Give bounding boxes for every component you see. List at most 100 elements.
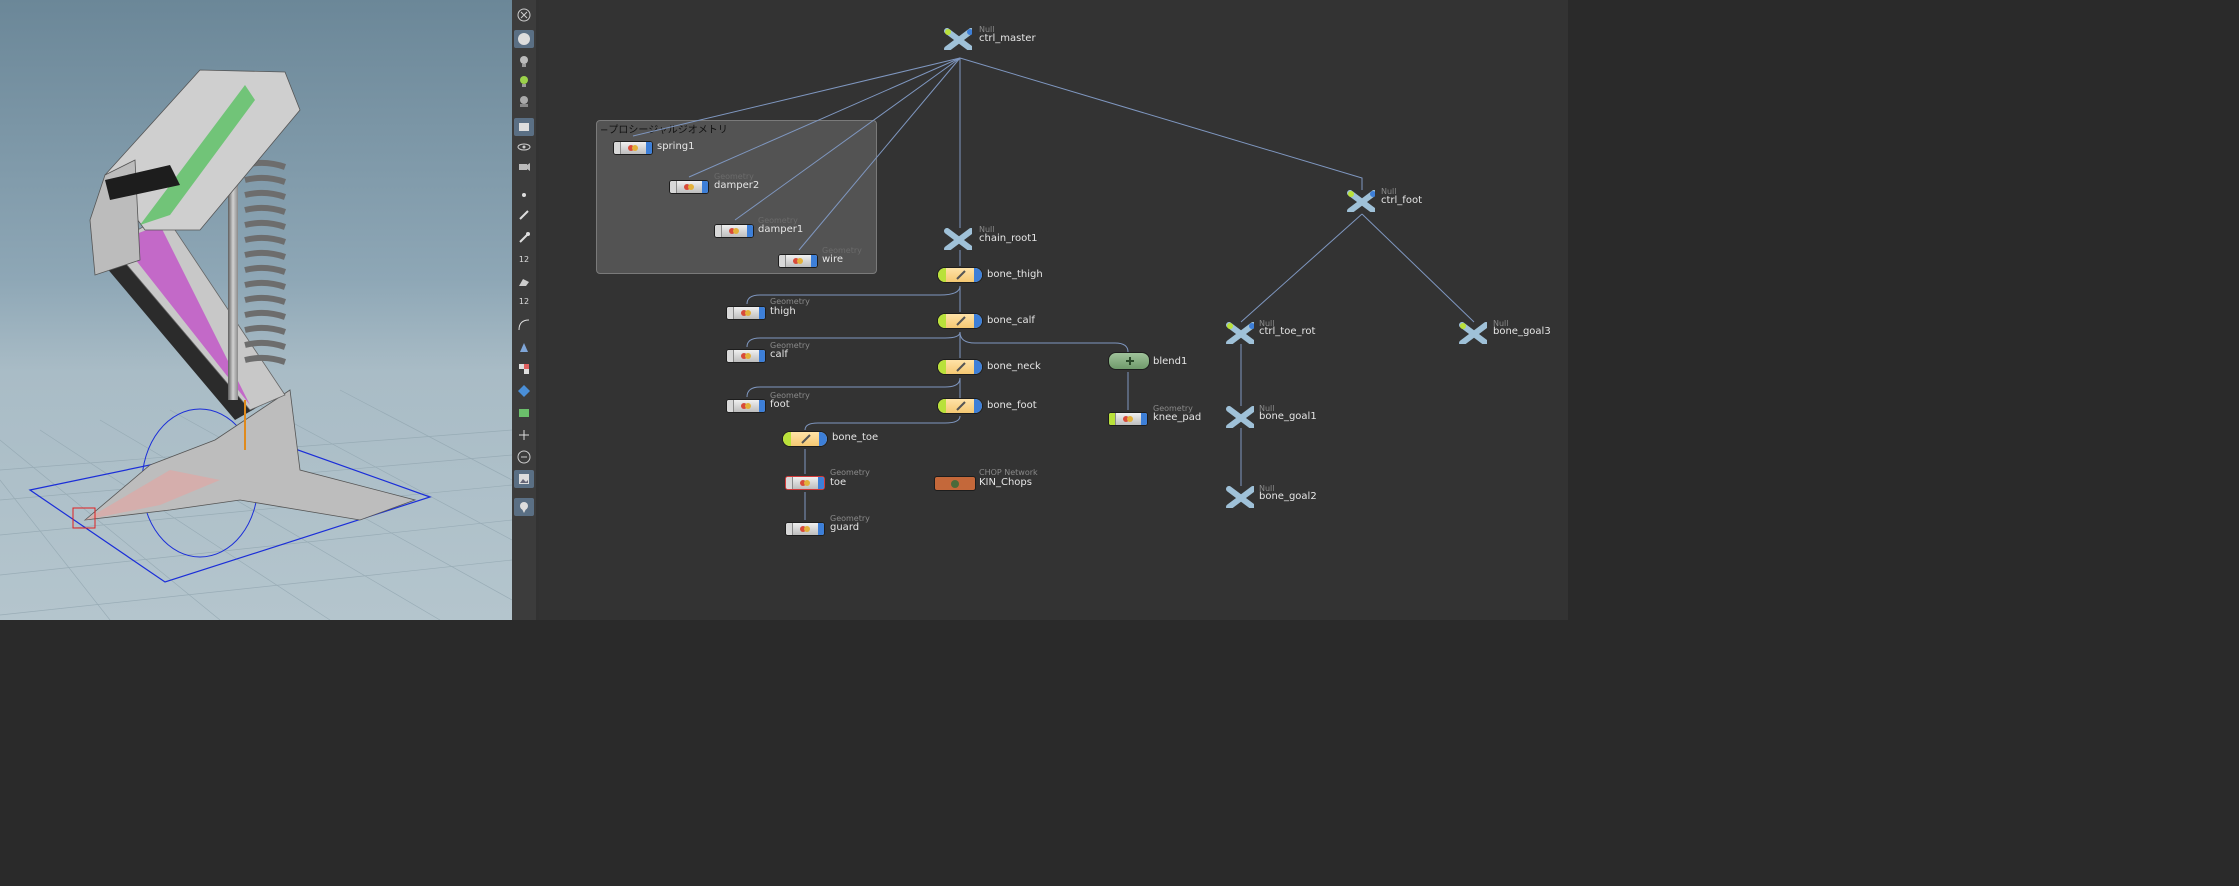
node-name-label[interactable]: bone_goal3	[1493, 326, 1551, 337]
viewport-toolbar: 12 12	[512, 0, 537, 620]
pane-divider[interactable]	[536, 0, 539, 620]
node-thigh[interactable]	[726, 306, 766, 320]
number-12b-label: 12	[518, 296, 530, 306]
wire-ctrl-master-damper1	[734, 57, 961, 221]
node-name-label[interactable]: bone_calf	[987, 315, 1035, 326]
node-name-label[interactable]: knee_pad	[1153, 412, 1202, 423]
bone-icon	[956, 362, 966, 372]
chop-network-icon	[951, 480, 959, 488]
network-box-collapse-icon[interactable]: −	[600, 125, 609, 136]
light-bulb-icon[interactable]	[514, 52, 534, 70]
node-damper2[interactable]	[669, 180, 709, 194]
node-type-label: Null	[979, 225, 995, 234]
node-damper1[interactable]	[714, 224, 754, 238]
node-bone-calf[interactable]	[937, 313, 983, 329]
node-name-label[interactable]: bone_toe	[832, 432, 879, 443]
node-name-label[interactable]: bone_foot	[987, 400, 1037, 411]
node-type-label: Null	[1381, 187, 1397, 196]
node-name-label[interactable]: damper2	[714, 180, 760, 191]
null-icon	[1226, 486, 1254, 508]
null-icon	[1347, 190, 1375, 212]
wire-ctrl-master-damper2	[688, 57, 961, 178]
node-name-label[interactable]: wire	[822, 254, 844, 265]
joint-icon[interactable]	[514, 426, 534, 444]
bone-icon	[956, 270, 966, 280]
node-name-label[interactable]: ctrl_foot	[1381, 195, 1422, 206]
light-icon[interactable]	[514, 72, 534, 90]
render-camera-icon[interactable]	[514, 158, 534, 176]
geometry-icon	[1123, 416, 1133, 422]
node-toe[interactable]	[785, 476, 825, 490]
wire-ctrl-master-wire	[798, 57, 961, 251]
node-bone-neck[interactable]	[937, 359, 983, 375]
node-bone-toe[interactable]	[782, 431, 828, 447]
node-name-label[interactable]: bone_goal2	[1259, 491, 1317, 502]
checker-icon[interactable]	[514, 360, 534, 378]
node-kin-chops[interactable]	[934, 476, 976, 491]
node-knee-pad[interactable]	[1108, 412, 1148, 426]
sphere-icon[interactable]	[514, 30, 534, 48]
bone-icon	[801, 434, 811, 444]
number-12b-icon[interactable]: 12	[514, 292, 534, 310]
scene-viewport[interactable]	[0, 0, 512, 620]
bone-icon	[956, 401, 966, 411]
node-spring1[interactable]	[613, 141, 653, 155]
node-name-label[interactable]: toe	[830, 477, 847, 488]
node-type-label: Geometry	[822, 246, 862, 255]
geometry-icon	[800, 480, 810, 486]
node-name-label[interactable]: KIN_Chops	[979, 477, 1032, 488]
network-wires	[632, 57, 1475, 520]
node-name-label[interactable]: thigh	[770, 306, 796, 317]
node-name-label[interactable]: foot	[770, 399, 790, 410]
node-blend1[interactable]	[1108, 352, 1150, 370]
node-type-label: Null	[1259, 484, 1275, 493]
node-bone-thigh[interactable]	[937, 267, 983, 283]
pin-icon[interactable]	[514, 228, 534, 246]
network-editor[interactable]	[539, 0, 1568, 620]
diamond-icon[interactable]	[514, 382, 534, 400]
node-name-label[interactable]: bone_thigh	[987, 269, 1043, 280]
node-guard[interactable]	[785, 522, 825, 536]
node-name-label[interactable]: guard	[830, 522, 860, 533]
camera-light-icon[interactable]	[514, 92, 534, 110]
node-calf[interactable]	[726, 349, 766, 363]
node-name-label[interactable]: bone_goal1	[1259, 411, 1317, 422]
node-name-label[interactable]: blend1	[1153, 356, 1188, 367]
wire-bone-neck-foot	[746, 377, 961, 398]
node-name-label[interactable]: calf	[770, 349, 788, 360]
curve-icon[interactable]	[514, 316, 534, 334]
close-icon[interactable]	[514, 6, 534, 24]
node-bone-foot[interactable]	[937, 398, 983, 414]
select-icon[interactable]	[514, 338, 534, 356]
node-name-label[interactable]: damper1	[758, 224, 804, 235]
thigh-slot	[105, 165, 180, 200]
bone-icon[interactable]	[514, 206, 534, 224]
number-12-label: 12	[518, 254, 530, 264]
geometry-icon	[741, 353, 751, 359]
node-name-label[interactable]: spring1	[657, 141, 695, 152]
paint-icon[interactable]	[514, 272, 534, 290]
null-icon	[1459, 322, 1487, 344]
node-name-label[interactable]: ctrl_master	[979, 33, 1036, 44]
geometry-icon	[800, 526, 810, 532]
node-name-label[interactable]: chain_root1	[979, 233, 1038, 244]
number-12-icon[interactable]: 12	[514, 250, 534, 268]
node-foot[interactable]	[726, 399, 766, 413]
camera-icon[interactable]	[514, 404, 534, 422]
wire-bone-thigh-thigh	[746, 285, 961, 305]
node-name-label[interactable]: ctrl_toe_rot	[1259, 326, 1316, 337]
node-name-label[interactable]: bone_neck	[987, 361, 1041, 372]
wire-ctrl-master-spring1	[632, 57, 961, 137]
bone-icon	[956, 316, 966, 326]
node-wire[interactable]	[778, 254, 818, 268]
image-icon[interactable]	[514, 470, 534, 488]
point-icon[interactable]	[514, 186, 534, 204]
info-icon[interactable]	[514, 498, 534, 516]
network-box[interactable]: −プロシージャルジオメトリ	[596, 120, 877, 274]
node-type-label: Geometry	[770, 391, 810, 400]
red-locator-cube	[72, 507, 96, 529]
wire-bone-calf-blend1	[959, 331, 1129, 353]
handle-icon[interactable]	[514, 118, 534, 136]
eye-icon[interactable]	[514, 138, 534, 156]
list-icon[interactable]	[514, 448, 534, 466]
